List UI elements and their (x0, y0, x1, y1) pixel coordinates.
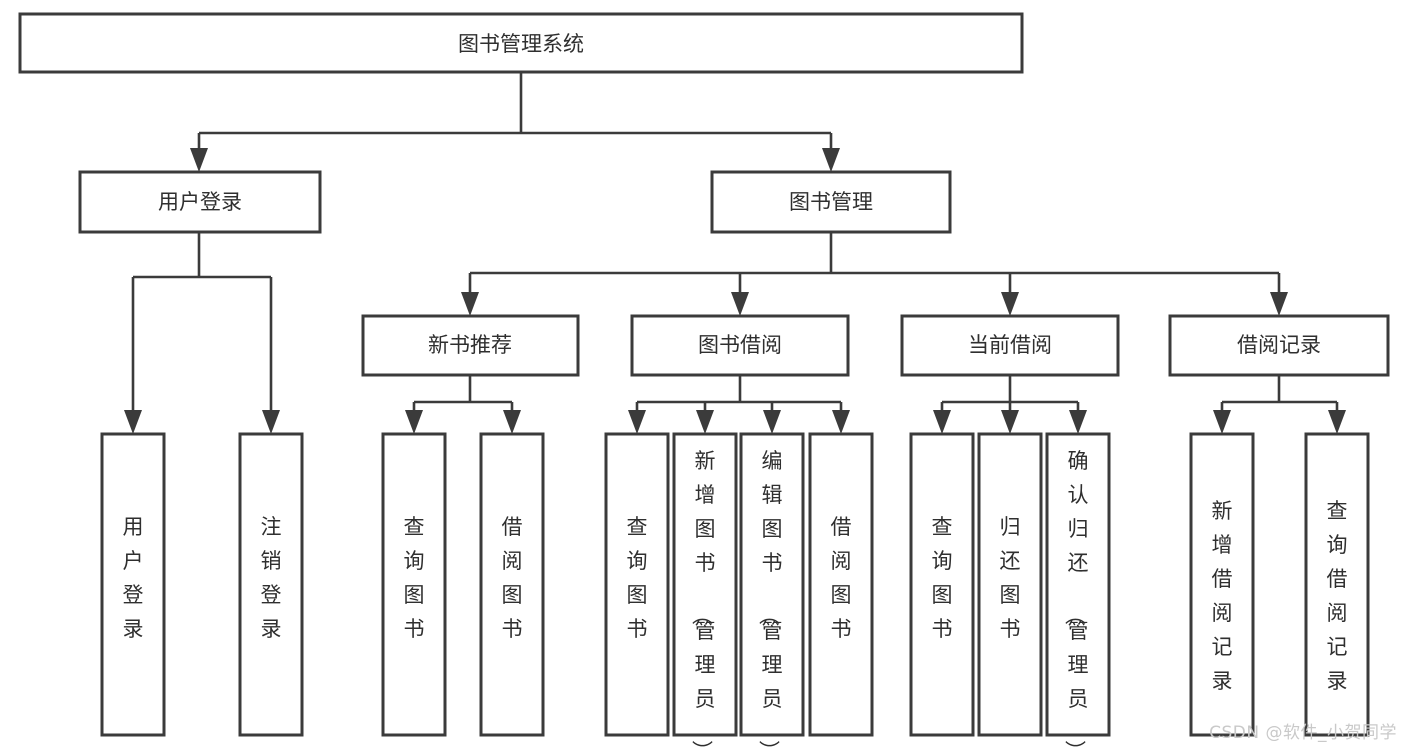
leaf-return-book[interactable]: 归还图书 (977, 432, 1043, 737)
node-root[interactable]: 图书管理系统 (18, 12, 1024, 74)
arrowhead-borrow-record (1270, 292, 1288, 316)
node-borrow-record[interactable]: 借阅记录 (1168, 314, 1390, 377)
node-book-manage-label: 图书管理 (789, 190, 873, 214)
arrowhead-leaf-query-book-3 (933, 410, 951, 434)
leaf-borrow-book-2-label: 借阅图书 (831, 515, 852, 641)
leaf-return-book-label: 归还图书 (1000, 515, 1021, 641)
leaf-user-login-box[interactable] (100, 432, 166, 737)
arrowhead-leaf-query-book-1 (405, 410, 423, 434)
arrowhead-leaf-add-book (696, 410, 714, 434)
leaf-query-book-3-label: 查询图书 (932, 515, 953, 641)
arrowhead-book-borrow (731, 292, 749, 316)
leaf-edit-book-box[interactable] (739, 432, 805, 737)
node-book-manage-box[interactable] (710, 170, 952, 234)
connector-group-book-manage-to-level2 (461, 232, 1288, 316)
arrowhead-leaf-borrow-book-1 (503, 410, 521, 434)
node-book-borrow-label: 图书借阅 (698, 333, 782, 357)
node-new-book-rec-box[interactable] (361, 314, 580, 377)
arrowhead-user-login (190, 148, 208, 172)
leaf-add-book[interactable]: 新增图书（管理员） (672, 432, 738, 747)
leaf-edit-book-label: 编辑图书（管理员） (757, 449, 783, 747)
node-book-borrow-box[interactable] (630, 314, 850, 377)
node-root-label: 图书管理系统 (458, 32, 584, 56)
arrowhead-leaf-query-book-2 (628, 410, 646, 434)
leaf-borrow-book-1[interactable]: 借阅图书 (479, 432, 545, 737)
connector-group-new-book-rec-to-leaves (405, 375, 521, 434)
leaf-user-login[interactable]: 用户登录 (100, 432, 166, 737)
leaf-edit-book[interactable]: 编辑图书（管理员） (739, 432, 805, 747)
arrowhead-new-book-rec (461, 292, 479, 316)
arrowhead-current-borrow (1001, 292, 1019, 316)
node-current-borrow-box[interactable] (900, 314, 1120, 377)
leaf-logout[interactable]: 注销登录 (238, 432, 304, 737)
leaf-query-book-3[interactable]: 查询图书 (909, 432, 975, 737)
leaf-query-book-1[interactable]: 查询图书 (381, 432, 447, 737)
node-user-login-label: 用户登录 (158, 190, 242, 214)
leaf-add-book-label: 新增图书（管理员） (690, 449, 716, 747)
node-book-manage[interactable]: 图书管理 (710, 170, 952, 234)
leaf-borrow-book-1-label: 借阅图书 (502, 515, 523, 641)
node-book-borrow[interactable]: 图书借阅 (630, 314, 850, 377)
arrowhead-leaf-user-login (124, 410, 142, 434)
leaf-query-book-1-box[interactable] (381, 432, 447, 737)
leaf-query-book-3-box[interactable] (909, 432, 975, 737)
leaf-add-book-box[interactable] (672, 432, 738, 737)
node-borrow-record-box[interactable] (1168, 314, 1390, 377)
arrowhead-book-manage (822, 148, 840, 172)
leaf-logout-box[interactable] (238, 432, 304, 737)
leaf-query-book-2-box[interactable] (604, 432, 670, 737)
leaf-borrow-book-2-box[interactable] (808, 432, 874, 737)
connector-group-current-borrow-to-leaves (933, 375, 1087, 434)
leaf-add-record-box[interactable] (1189, 432, 1255, 737)
arrowhead-leaf-edit-book (763, 410, 781, 434)
node-user-login-box[interactable] (78, 170, 322, 234)
node-current-borrow-label: 当前借阅 (968, 333, 1052, 357)
leaf-query-record-box[interactable] (1304, 432, 1370, 737)
arrowhead-leaf-borrow-book-2 (832, 410, 850, 434)
arrowhead-leaf-query-record (1328, 410, 1346, 434)
leaf-logout-label: 注销登录 (261, 515, 282, 641)
connector-group-user-login-to-leaves (124, 232, 280, 434)
leaf-return-book-box[interactable] (977, 432, 1043, 737)
leaf-add-record[interactable]: 新增借阅记录 (1189, 432, 1255, 737)
node-user-login[interactable]: 用户登录 (78, 170, 322, 234)
node-new-book-rec[interactable]: 新书推荐 (361, 314, 580, 377)
connector-group-borrow-record-to-leaves (1213, 375, 1346, 434)
leaf-add-record-label: 新增借阅记录 (1212, 499, 1233, 693)
csdn-watermark: CSDN @软件_小贺同学 (1209, 723, 1397, 743)
arrowhead-leaf-add-record (1213, 410, 1231, 434)
leaf-query-record[interactable]: 查询借阅记录 (1304, 432, 1370, 737)
leaf-user-login-label: 用户登录 (123, 515, 144, 641)
node-borrow-record-label: 借阅记录 (1237, 333, 1321, 357)
leaf-confirm-return-box[interactable] (1045, 432, 1111, 737)
connector-group-root-to-level1 (190, 72, 840, 172)
arrowhead-leaf-return-book (1001, 410, 1019, 434)
arrowhead-leaf-confirm-return (1069, 410, 1087, 434)
node-current-borrow[interactable]: 当前借阅 (900, 314, 1120, 377)
leaf-confirm-return-label: 确认归还（管理员） (1063, 449, 1089, 747)
leaf-query-book-1-label: 查询图书 (404, 515, 425, 641)
leaf-query-book-2[interactable]: 查询图书 (604, 432, 670, 737)
leaf-borrow-book-2[interactable]: 借阅图书 (808, 432, 874, 737)
node-root-box[interactable] (18, 12, 1024, 74)
leaf-query-book-2-label: 查询图书 (627, 515, 648, 641)
leaf-confirm-return[interactable]: 确认归还（管理员） (1045, 432, 1111, 747)
arrowhead-leaf-logout (262, 410, 280, 434)
leaf-query-record-label: 查询借阅记录 (1327, 499, 1348, 693)
leaf-borrow-book-1-box[interactable] (479, 432, 545, 737)
connector-group-book-borrow-to-leaves (628, 375, 850, 434)
node-new-book-rec-label: 新书推荐 (428, 333, 512, 357)
